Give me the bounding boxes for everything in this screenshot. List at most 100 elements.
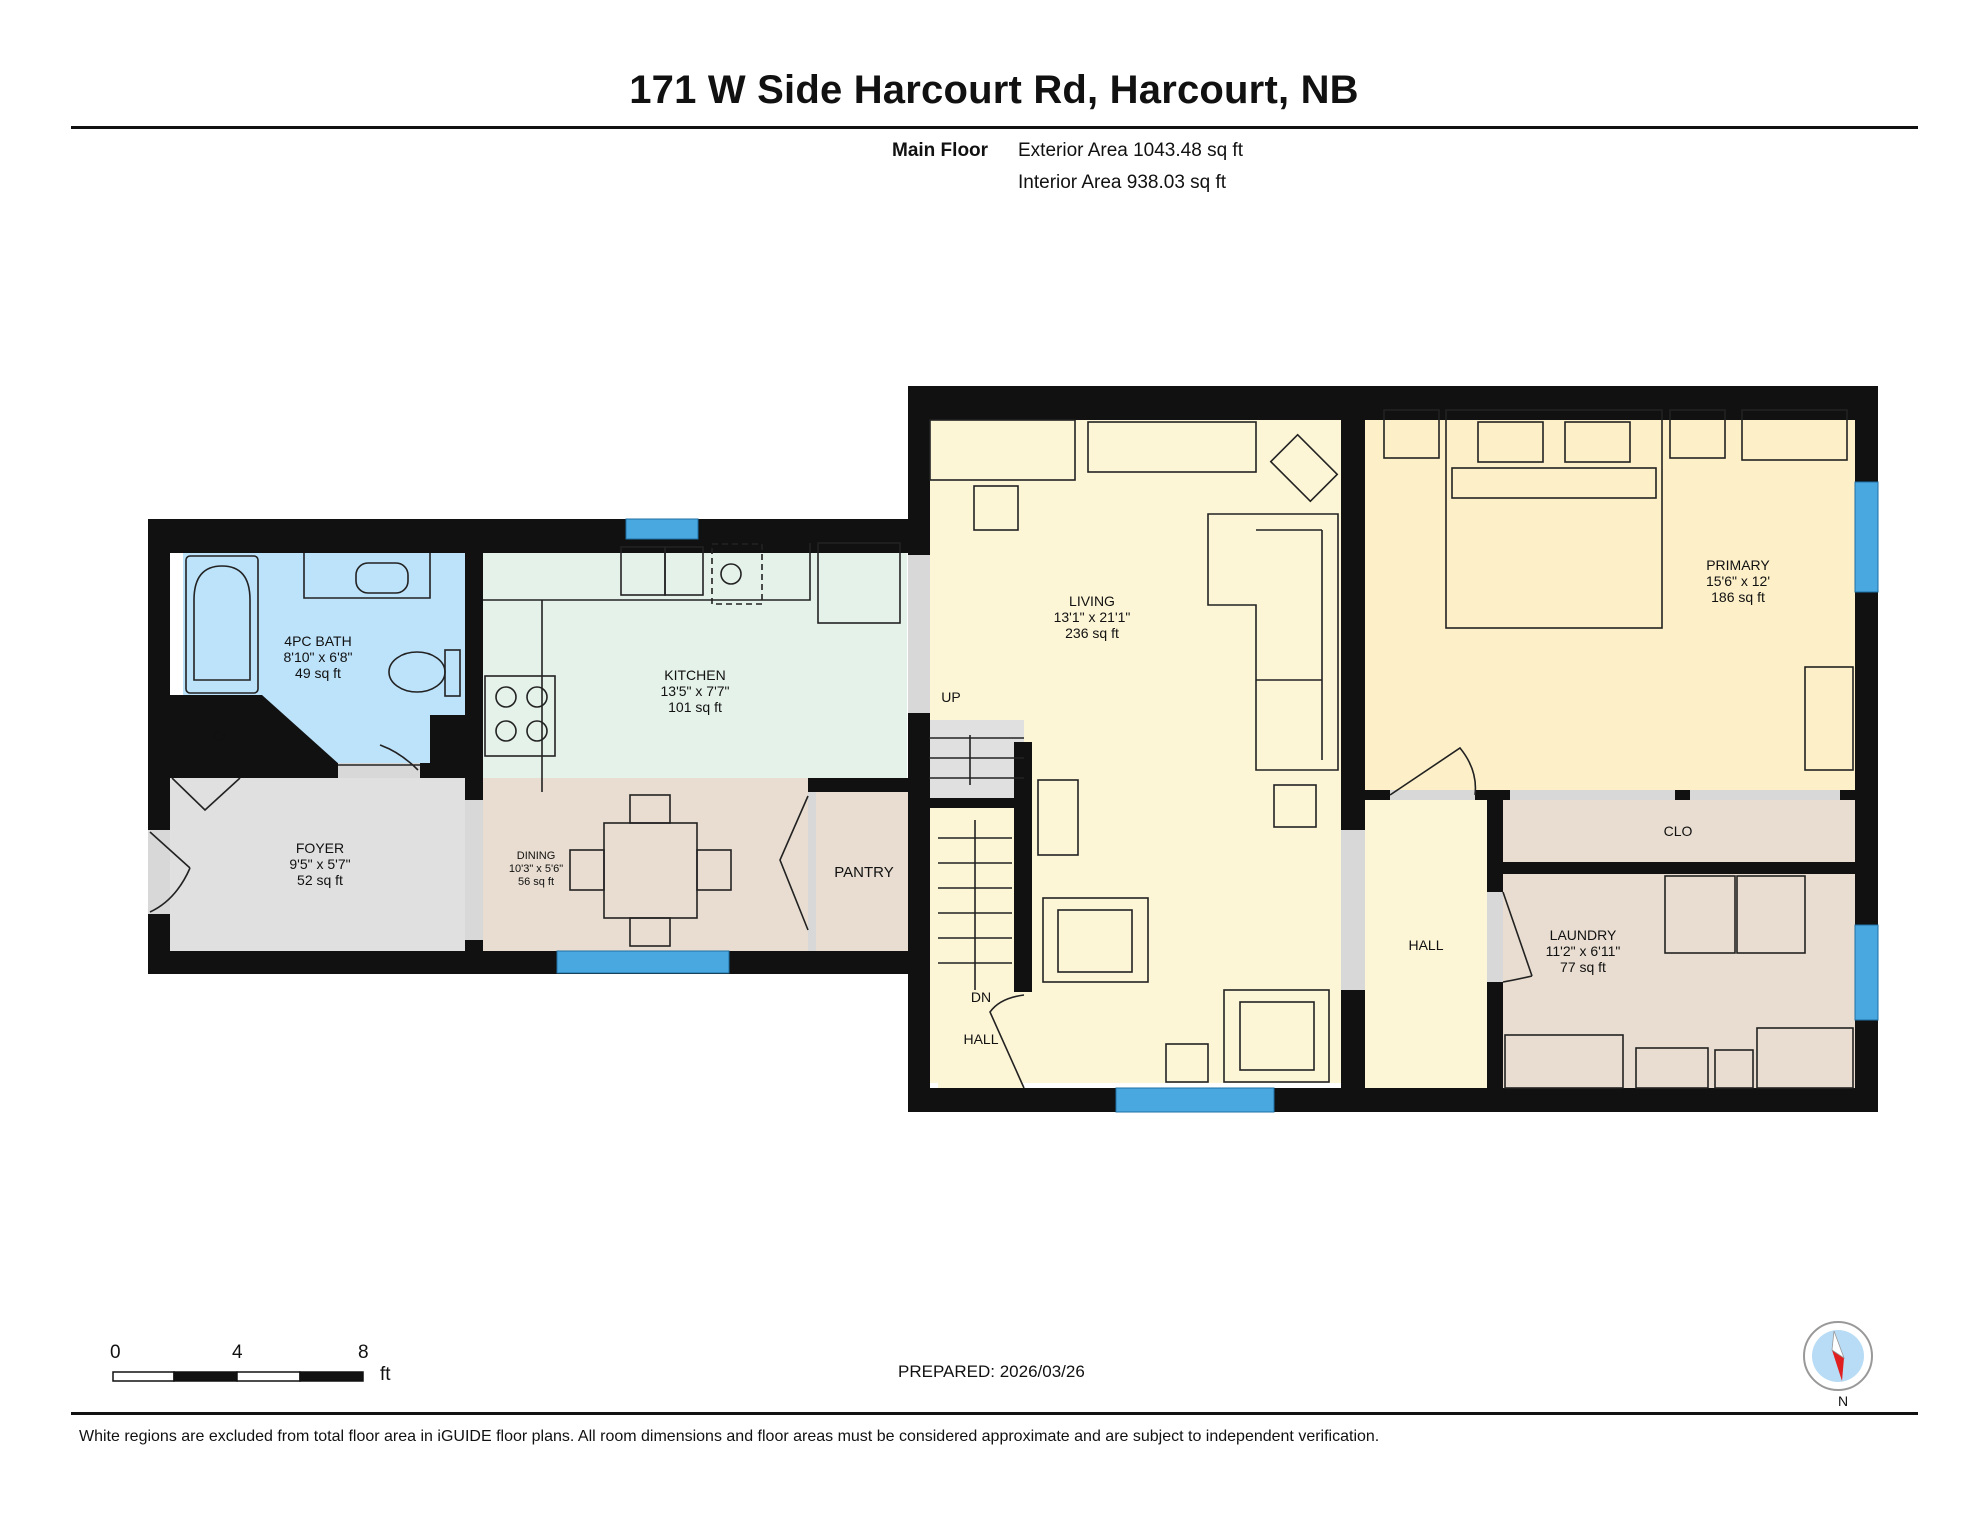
stair-up-treads: [929, 735, 1024, 785]
window-kitchen: [625, 518, 699, 540]
sectional-sofa: [1207, 513, 1339, 771]
door-stair: [989, 994, 1025, 1089]
windows: [556, 481, 1879, 1113]
laundry-counter: [1504, 1034, 1624, 1089]
armchair-left: [1042, 897, 1149, 983]
ottoman: [1273, 784, 1317, 828]
footer-rule: [71, 1412, 1918, 1415]
kitchen-fill: [483, 540, 907, 778]
laundry-name: LAUNDRY: [1550, 927, 1617, 943]
toilet-tank: [444, 649, 461, 697]
foyer-name: FOYER: [296, 840, 344, 856]
hall-stair-name: HALL: [963, 1031, 998, 1047]
stair-up-label: UP: [941, 689, 960, 705]
vanity: [303, 553, 431, 599]
stair-down-label: DN: [971, 989, 991, 1005]
stair-up-fill: [929, 720, 1024, 798]
window-living: [1115, 1087, 1275, 1113]
room-labels: 4PC BATH 8'10" x 6'8" 49 sq ft KITCHEN 1…: [212, 557, 1770, 1047]
dining-area: 56 sq ft: [518, 876, 554, 888]
kitchen-dims: 13'5" x 7'7": [661, 683, 730, 699]
kitchen-sink-right: [664, 546, 704, 596]
stair-hall-fill: [938, 808, 1023, 1088]
laundry-area: 77 sq ft: [1560, 959, 1606, 975]
dining-name: DINING: [517, 850, 556, 862]
compass-icon: [1803, 1321, 1873, 1391]
kitchen-name: KITCHEN: [664, 667, 725, 683]
page-title: 171 W Side Harcourt Rd, Harcourt, NB: [629, 68, 1359, 112]
armchair-right: [1223, 989, 1330, 1083]
freezer: [1756, 1027, 1854, 1089]
bathtub-basin: [193, 565, 251, 681]
primary-name: PRIMARY: [1706, 557, 1770, 573]
nightstand-left: [1383, 409, 1440, 459]
hall-right-fill: [1365, 800, 1487, 1090]
hall-right-name: HALL: [1408, 937, 1443, 953]
openings: [148, 555, 1840, 990]
window-dining: [556, 950, 730, 974]
door-laundry: [1502, 891, 1533, 983]
closet-name: CL: [212, 728, 230, 744]
disclaimer: White regions are excluded from total fl…: [79, 1428, 1380, 1445]
living-cabinet-left: [1037, 779, 1079, 856]
scale-tick-0: 0: [110, 1342, 121, 1363]
door-pantry: [779, 795, 809, 931]
dryer: [1736, 875, 1806, 954]
side-table: [973, 485, 1019, 531]
door-bath: [338, 744, 420, 771]
laundry-sink: [1635, 1047, 1709, 1089]
primary-dims: 15'6" x 12': [1706, 573, 1770, 589]
laundry-fill: [1503, 874, 1855, 1090]
foyer-fill: [170, 778, 468, 951]
scale-tick-4: 4: [232, 1342, 243, 1363]
living-cabinet: [929, 419, 1076, 481]
fridge: [817, 542, 901, 624]
living-area: 236 sq ft: [1065, 625, 1119, 641]
clo-name: CLO: [1664, 823, 1693, 839]
header-rule: [71, 126, 1918, 129]
prepared-date: PREPARED: 2026/03/26: [898, 1362, 1085, 1381]
foyer-dims: 9'5" x 5'7": [289, 856, 350, 872]
foyer-area: 52 sq ft: [297, 872, 343, 888]
compass-label: N: [1838, 1393, 1849, 1409]
dining-dims: 10'3" x 5'6": [509, 863, 563, 875]
primary-fill: [1365, 408, 1855, 790]
stove: [484, 675, 556, 757]
corner-chair: [1269, 433, 1339, 503]
bathtub: [185, 555, 259, 694]
window-primary: [1854, 481, 1879, 593]
stair-down-treads: [938, 820, 1012, 990]
pantry-fill: [816, 792, 910, 951]
living-small-table: [1165, 1043, 1209, 1083]
window-laundry: [1854, 924, 1879, 1021]
washer: [1664, 875, 1736, 954]
living-dims: 13'1" x 21'1": [1054, 609, 1131, 625]
scale-unit: ft: [380, 1364, 391, 1385]
bed: [1445, 409, 1663, 629]
sink: [355, 562, 409, 594]
nightstand-right: [1669, 409, 1726, 459]
tv-stand: [1087, 421, 1257, 473]
clo-fill: [1503, 800, 1855, 862]
dresser: [1741, 409, 1848, 461]
door-closet: [171, 777, 241, 812]
living-name: LIVING: [1069, 593, 1115, 609]
kitchen-counter: [483, 543, 811, 792]
dishwasher: [711, 543, 763, 605]
door-primary: [1389, 746, 1477, 796]
primary-area: 186 sq ft: [1711, 589, 1765, 605]
fixtures: [149, 409, 1854, 1089]
interior-area: Interior Area 938.03 sq ft: [1018, 172, 1227, 193]
scale-tick-8: 8: [358, 1342, 369, 1363]
bath-area: 49 sq ft: [295, 665, 341, 681]
laundry-dims: 11'2" x 6'11": [1546, 943, 1621, 959]
bath-dims: 8'10" x 6'8": [284, 649, 353, 665]
wardrobe: [1804, 666, 1854, 771]
laundry-cabinet: [1714, 1049, 1754, 1089]
pantry-name: PANTRY: [834, 864, 893, 881]
bath-name: 4PC BATH: [284, 633, 351, 649]
scale-bar: [112, 1371, 364, 1382]
kitchen-area: 101 sq ft: [668, 699, 722, 715]
floor-label: Main Floor: [892, 140, 989, 161]
